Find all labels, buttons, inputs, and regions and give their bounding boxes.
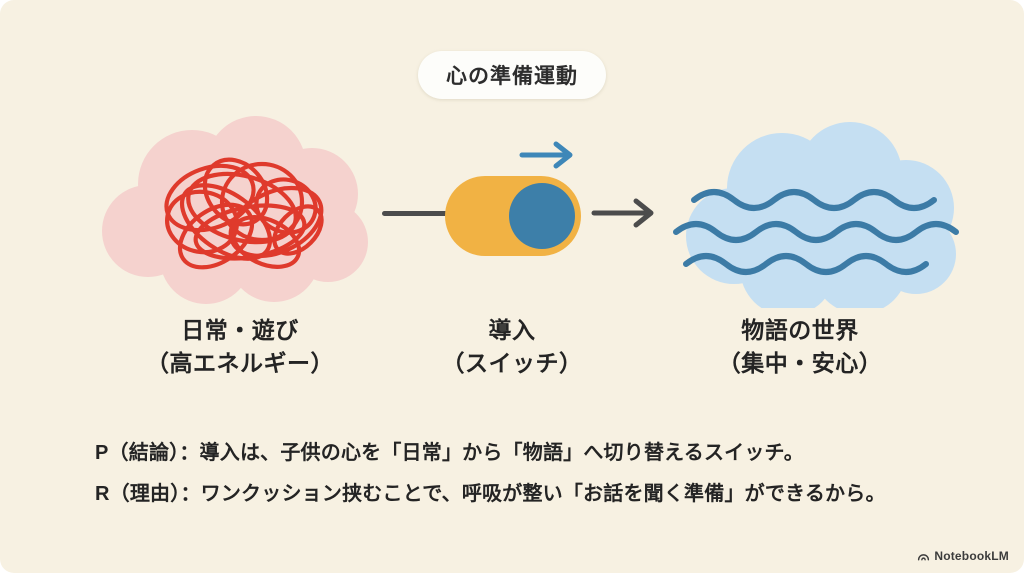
label-story-world-subtitle: （集中・安心） (717, 350, 883, 376)
label-daily-play-subtitle: （高エネルギー） (146, 350, 334, 376)
toggle-switch-icon (445, 176, 581, 256)
label-daily-play-title: 日常・遊び (181, 317, 299, 343)
notebooklm-brand: NotebookLM (917, 549, 1009, 563)
label-introduction-title: 導入 (488, 317, 536, 343)
right-arrow-icon (591, 197, 661, 234)
prep-notes: P（結論）：導入は、子供の心を「日常」から「物語」へ切り替えるスイッチ。 R（理… (95, 433, 886, 515)
wave-lines (673, 189, 959, 275)
wave-cloud-icon (662, 116, 970, 316)
toggle-knob (509, 183, 575, 249)
red-scribble-lines (164, 157, 324, 270)
label-introduction: 導入 （スイッチ） (412, 314, 612, 380)
note-conclusion: P（結論）：導入は、子供の心を「日常」から「物語」へ切り替えるスイッチ。 (95, 442, 804, 464)
blue-arrow-icon (518, 141, 580, 174)
title-badge: 心の準備運動 (418, 51, 606, 99)
scribble-cloud-icon (90, 106, 380, 311)
notebooklm-label: NotebookLM (934, 549, 1009, 563)
title-badge-label: 心の準備運動 (446, 65, 578, 88)
label-story-world: 物語の世界 （集中・安心） (675, 314, 925, 380)
blue-cloud-shape (686, 122, 956, 316)
label-introduction-subtitle: （スイッチ） (441, 350, 583, 376)
note-reason: R（理由）：ワンクッション挟むことで、呼吸が整い「お話を聞く準備」ができるから。 (95, 483, 886, 505)
label-story-world-title: 物語の世界 (741, 317, 859, 343)
label-daily-play: 日常・遊び （高エネルギー） (105, 314, 375, 380)
connector-line (382, 211, 452, 216)
notebooklm-logo-icon (917, 550, 930, 563)
